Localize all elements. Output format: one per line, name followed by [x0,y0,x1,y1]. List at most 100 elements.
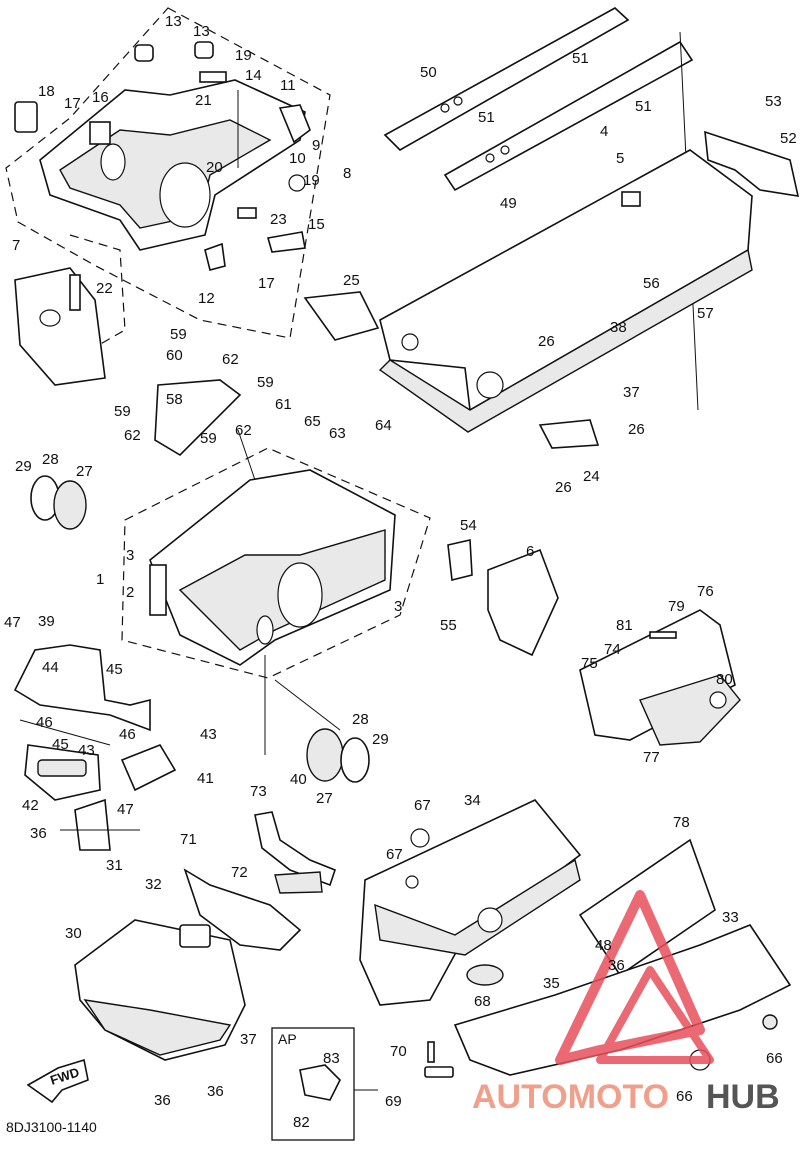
callout: 47 [117,801,134,818]
callout: 66 [676,1088,693,1105]
callout: 29 [372,731,389,748]
callout: 26 [628,421,645,438]
callout: 77 [643,749,660,766]
callout: 8 [343,165,351,182]
ap-inset [271,1027,378,1141]
callout: 19 [235,47,252,64]
callout: 16 [92,89,109,106]
callout: 67 [386,846,403,863]
callout: 35 [543,975,560,992]
callout: 5 [616,150,624,167]
callout: 62 [124,427,141,444]
callout: 55 [440,617,457,634]
main-frame-1 [121,379,559,679]
callout: 13 [165,13,182,30]
callout: 65 [304,413,321,430]
callout: 3 [126,547,134,564]
callout: 72 [231,864,248,881]
callout: 23 [270,211,287,228]
callout: 17 [64,95,81,112]
catalog-code: 8DJ3100-1140 [6,1119,97,1135]
callout: 51 [635,98,652,115]
callout: 81 [616,617,633,634]
callout: 51 [572,50,589,67]
callout: 28 [352,711,369,728]
callout: 80 [716,671,733,688]
hood-panel-76 [579,609,741,746]
callout: 36 [608,957,625,974]
callout: 4 [600,123,608,140]
callout: 26 [555,479,572,496]
callout: 64 [375,417,392,434]
callout: 29 [15,458,32,475]
callout: 6 [526,543,534,560]
callout: 9 [312,137,320,154]
callout: 27 [316,790,333,807]
clip-69-70 [424,1041,454,1078]
boot-right [264,655,370,783]
callout: 46 [119,726,136,743]
callout: 50 [420,64,437,81]
callout: 21 [195,92,212,109]
callout: 63 [329,425,346,442]
callout: 59 [200,430,217,447]
watermark-logo [555,890,714,1065]
callout: 33 [722,909,739,926]
callout: 76 [697,583,714,600]
bracket-31 [60,798,140,851]
callout: 62 [222,351,239,368]
step-42 [24,744,101,801]
callout: 52 [780,130,797,147]
callout: 57 [697,305,714,322]
callout: 45 [52,736,69,753]
callout: 73 [250,783,267,800]
callout: 7 [12,237,20,254]
handle-bar-39 [13,644,151,746]
callout: 30 [65,925,82,942]
callout: 70 [390,1043,407,1060]
callout: 78 [673,814,690,831]
callout: 66 [766,1050,783,1067]
watermark-text-automoto: AUTOMOTO [472,1078,669,1116]
callout: 38 [610,319,627,336]
callout: 61 [275,396,292,413]
floor-panel-34 [359,799,582,1006]
callout: 1 [96,571,104,588]
ap-label: AP [278,1031,297,1047]
callout: 27 [76,463,93,480]
callout: 59 [170,326,187,343]
callout: 22 [96,280,113,297]
callout: 20 [206,159,223,176]
callout: 18 [38,83,55,100]
callout: 32 [145,876,162,893]
callout: 2 [126,584,134,601]
callout: 43 [78,742,95,759]
callout: 45 [106,661,123,678]
callout: 31 [106,857,123,874]
callout: 34 [464,792,481,809]
bracket-7 [14,234,126,386]
callout: 51 [478,109,495,126]
callout: 17 [258,275,275,292]
callout: 56 [643,275,660,292]
callout: 40 [290,771,307,788]
callout: 68 [474,993,491,1010]
callout: 3 [394,598,402,615]
callout: 53 [765,93,782,110]
callout: 60 [166,347,183,364]
callout-labels: 13 13 19 14 11 18 17 16 21 9 10 20 19 8 … [4,13,797,1131]
callout: 43 [200,726,217,743]
fwd-arrow: FWD [26,1058,89,1104]
callout: 41 [197,770,214,787]
callout: 49 [500,195,517,212]
callout: 58 [166,391,183,408]
callout: 46 [36,714,53,731]
callout: 36 [154,1092,171,1109]
callout: 79 [668,598,685,615]
upper-frame-assembly [5,7,331,339]
callout: 82 [293,1114,310,1131]
callout: 42 [22,797,39,814]
callout: 67 [414,797,431,814]
callout: 44 [42,659,59,676]
